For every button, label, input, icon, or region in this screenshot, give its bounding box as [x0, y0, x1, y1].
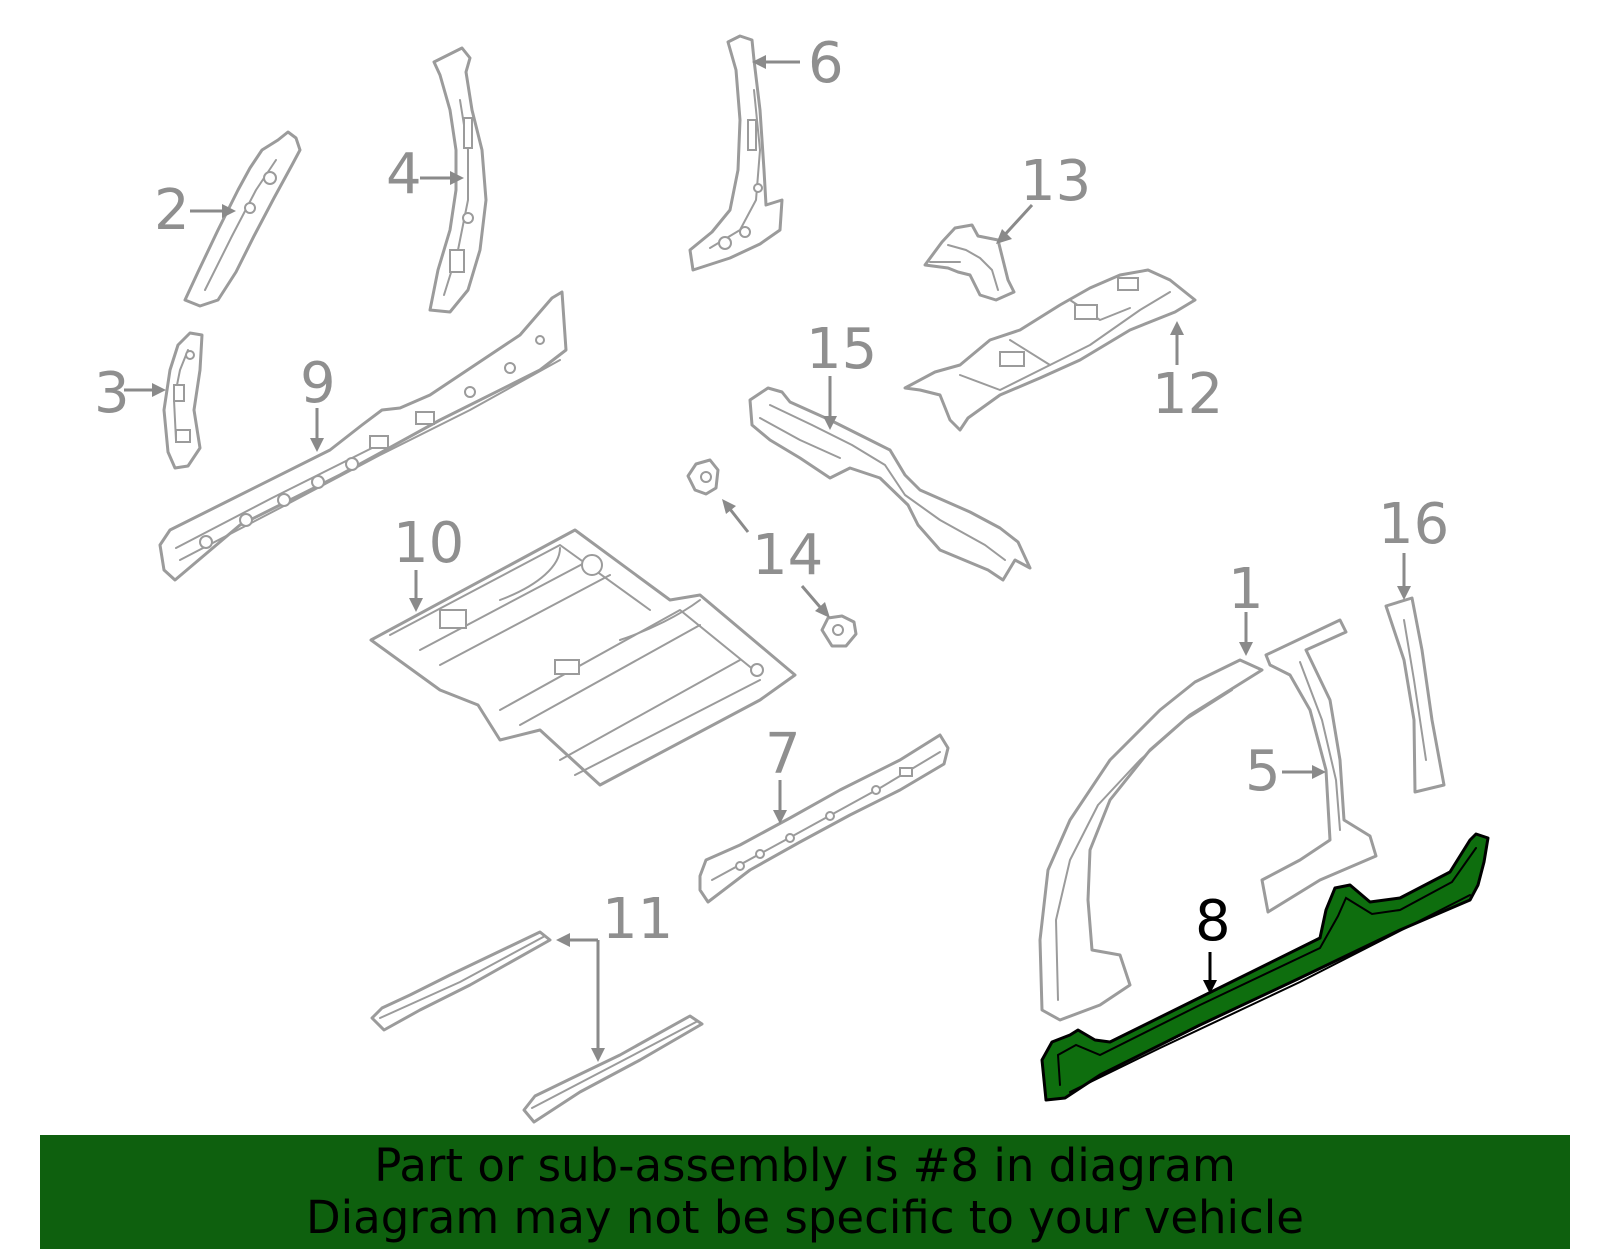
callout-13: 13 [996, 149, 1091, 244]
part-5[interactable] [1260, 618, 1378, 914]
callout-15: 15 [806, 317, 877, 430]
callout-label: 7 [765, 722, 801, 787]
callout-14: 14 [722, 499, 830, 618]
callout-11: 11 [556, 887, 673, 1062]
callout-6: 6 [752, 31, 844, 96]
part-8-highlighted[interactable] [1040, 832, 1490, 1102]
callout-9: 9 [300, 351, 336, 452]
part-6[interactable] [688, 34, 784, 272]
callout-10: 10 [393, 511, 464, 612]
callout-label: 14 [752, 523, 823, 588]
info-banner: Part or sub-assembly is #8 in diagram Di… [40, 1135, 1570, 1249]
part-7[interactable] [698, 733, 950, 904]
part-16[interactable] [1384, 596, 1446, 794]
part-11[interactable] [370, 930, 704, 1124]
part-9[interactable] [158, 290, 568, 582]
callout-label: 8 [1195, 889, 1231, 954]
part-10[interactable] [369, 528, 797, 787]
callout-12: 12 [1152, 321, 1223, 427]
banner-line-1: Part or sub-assembly is #8 in diagram [374, 1139, 1236, 1192]
callout-label: 12 [1152, 362, 1223, 427]
part-2[interactable] [183, 130, 302, 308]
part-12[interactable] [903, 268, 1197, 432]
callout-label: 9 [300, 351, 336, 416]
callout-label: 4 [386, 142, 422, 207]
callout-8: 8 [1195, 889, 1231, 994]
callout-1: 1 [1228, 557, 1264, 656]
part-13[interactable] [923, 223, 1016, 302]
callout-label: 2 [154, 178, 190, 243]
part-3[interactable] [162, 331, 204, 470]
callout-label: 6 [808, 31, 844, 96]
callout-label: 15 [806, 317, 877, 382]
callout-label: 13 [1020, 149, 1091, 214]
callout-2: 2 [154, 178, 236, 243]
callout-16: 16 [1378, 492, 1449, 600]
callout-label: 16 [1378, 492, 1449, 557]
callout-7: 7 [765, 722, 801, 824]
part-1[interactable] [1038, 658, 1264, 1022]
callout-5: 5 [1245, 739, 1326, 804]
callout-label: 10 [393, 511, 464, 576]
callout-label: 11 [602, 887, 673, 952]
callout-4: 4 [386, 142, 464, 207]
banner-line-2: Diagram may not be specific to your vehi… [306, 1191, 1304, 1244]
callout-label: 1 [1228, 557, 1264, 622]
callout-3: 3 [94, 361, 166, 426]
part-14[interactable] [686, 458, 858, 648]
callout-label: 3 [94, 361, 130, 426]
part-15[interactable] [748, 386, 1032, 582]
callout-label: 5 [1245, 739, 1281, 804]
